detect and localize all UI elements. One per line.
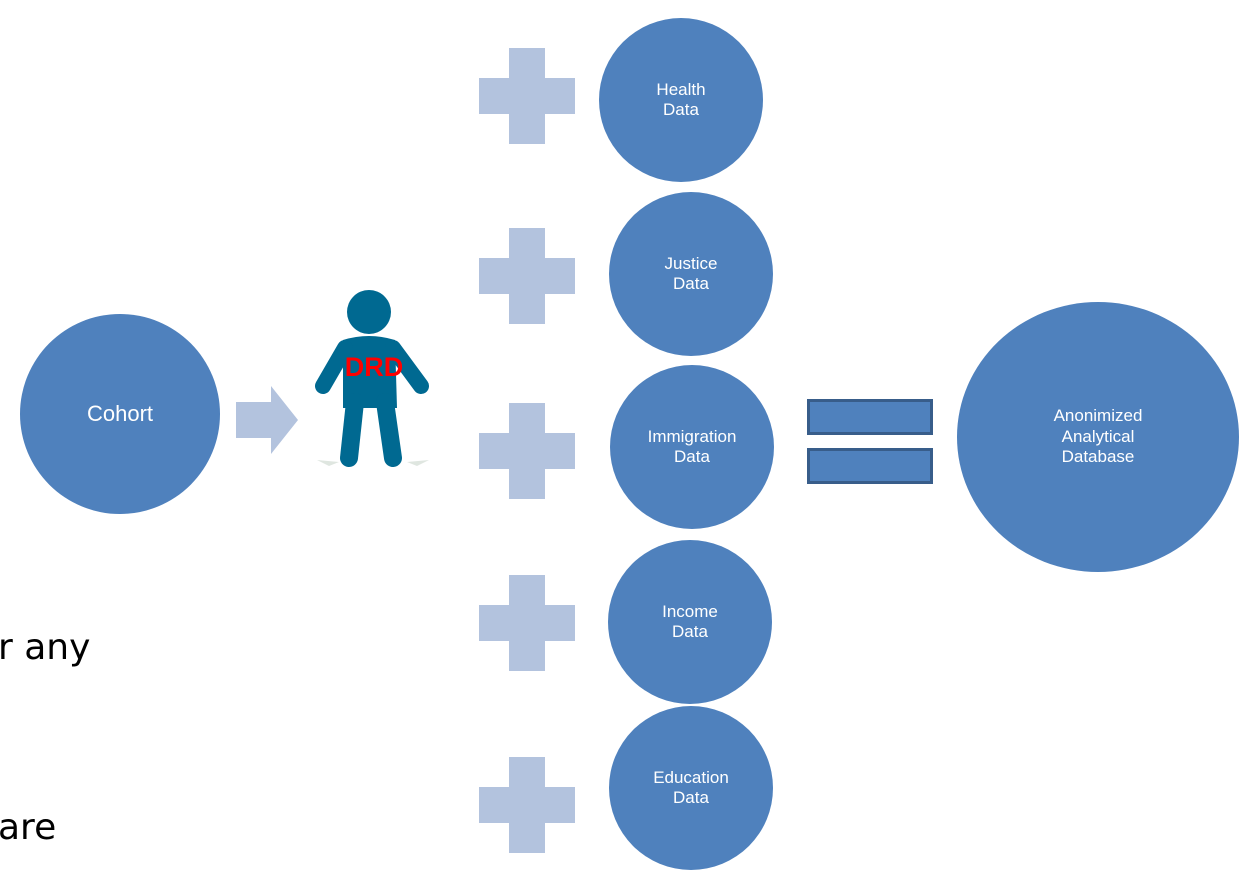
immigration-data-circle: Immigration Data [610,365,774,529]
equals-bar-top [807,399,933,435]
anonymized-database-label: Anonimized Analytical Database [1053,406,1143,467]
plus-icon [479,575,575,671]
plus-icon [479,757,575,853]
immigration-data-label: Immigration Data [647,426,737,466]
anonymized-database-circle: Anonimized Analytical Database [957,302,1239,572]
justice-data-label: Justice Data [664,253,718,293]
cohort-label: Cohort [86,400,154,426]
justice-data-circle: Justice Data [609,192,773,356]
plus-icon [479,228,575,324]
education-data-circle: Education Data [609,706,773,870]
equals-bar-bottom [807,448,933,484]
drd-label: DRD [344,352,404,382]
slide-body-text-fragment-1: r any [0,627,91,668]
plus-icon [479,403,575,499]
income-data-circle: Income Data [608,540,772,704]
income-data-label: Income Data [662,601,718,641]
arrow-right-icon [236,386,298,454]
education-data-label: Education Data [653,767,729,807]
plus-icon [479,48,575,144]
health-data-label: Health Data [656,79,706,119]
person-icon [315,290,429,467]
slide-body-text-fragment-2: are [0,807,57,848]
health-data-circle: Health Data [599,18,763,182]
cohort-circle: Cohort [20,314,220,514]
